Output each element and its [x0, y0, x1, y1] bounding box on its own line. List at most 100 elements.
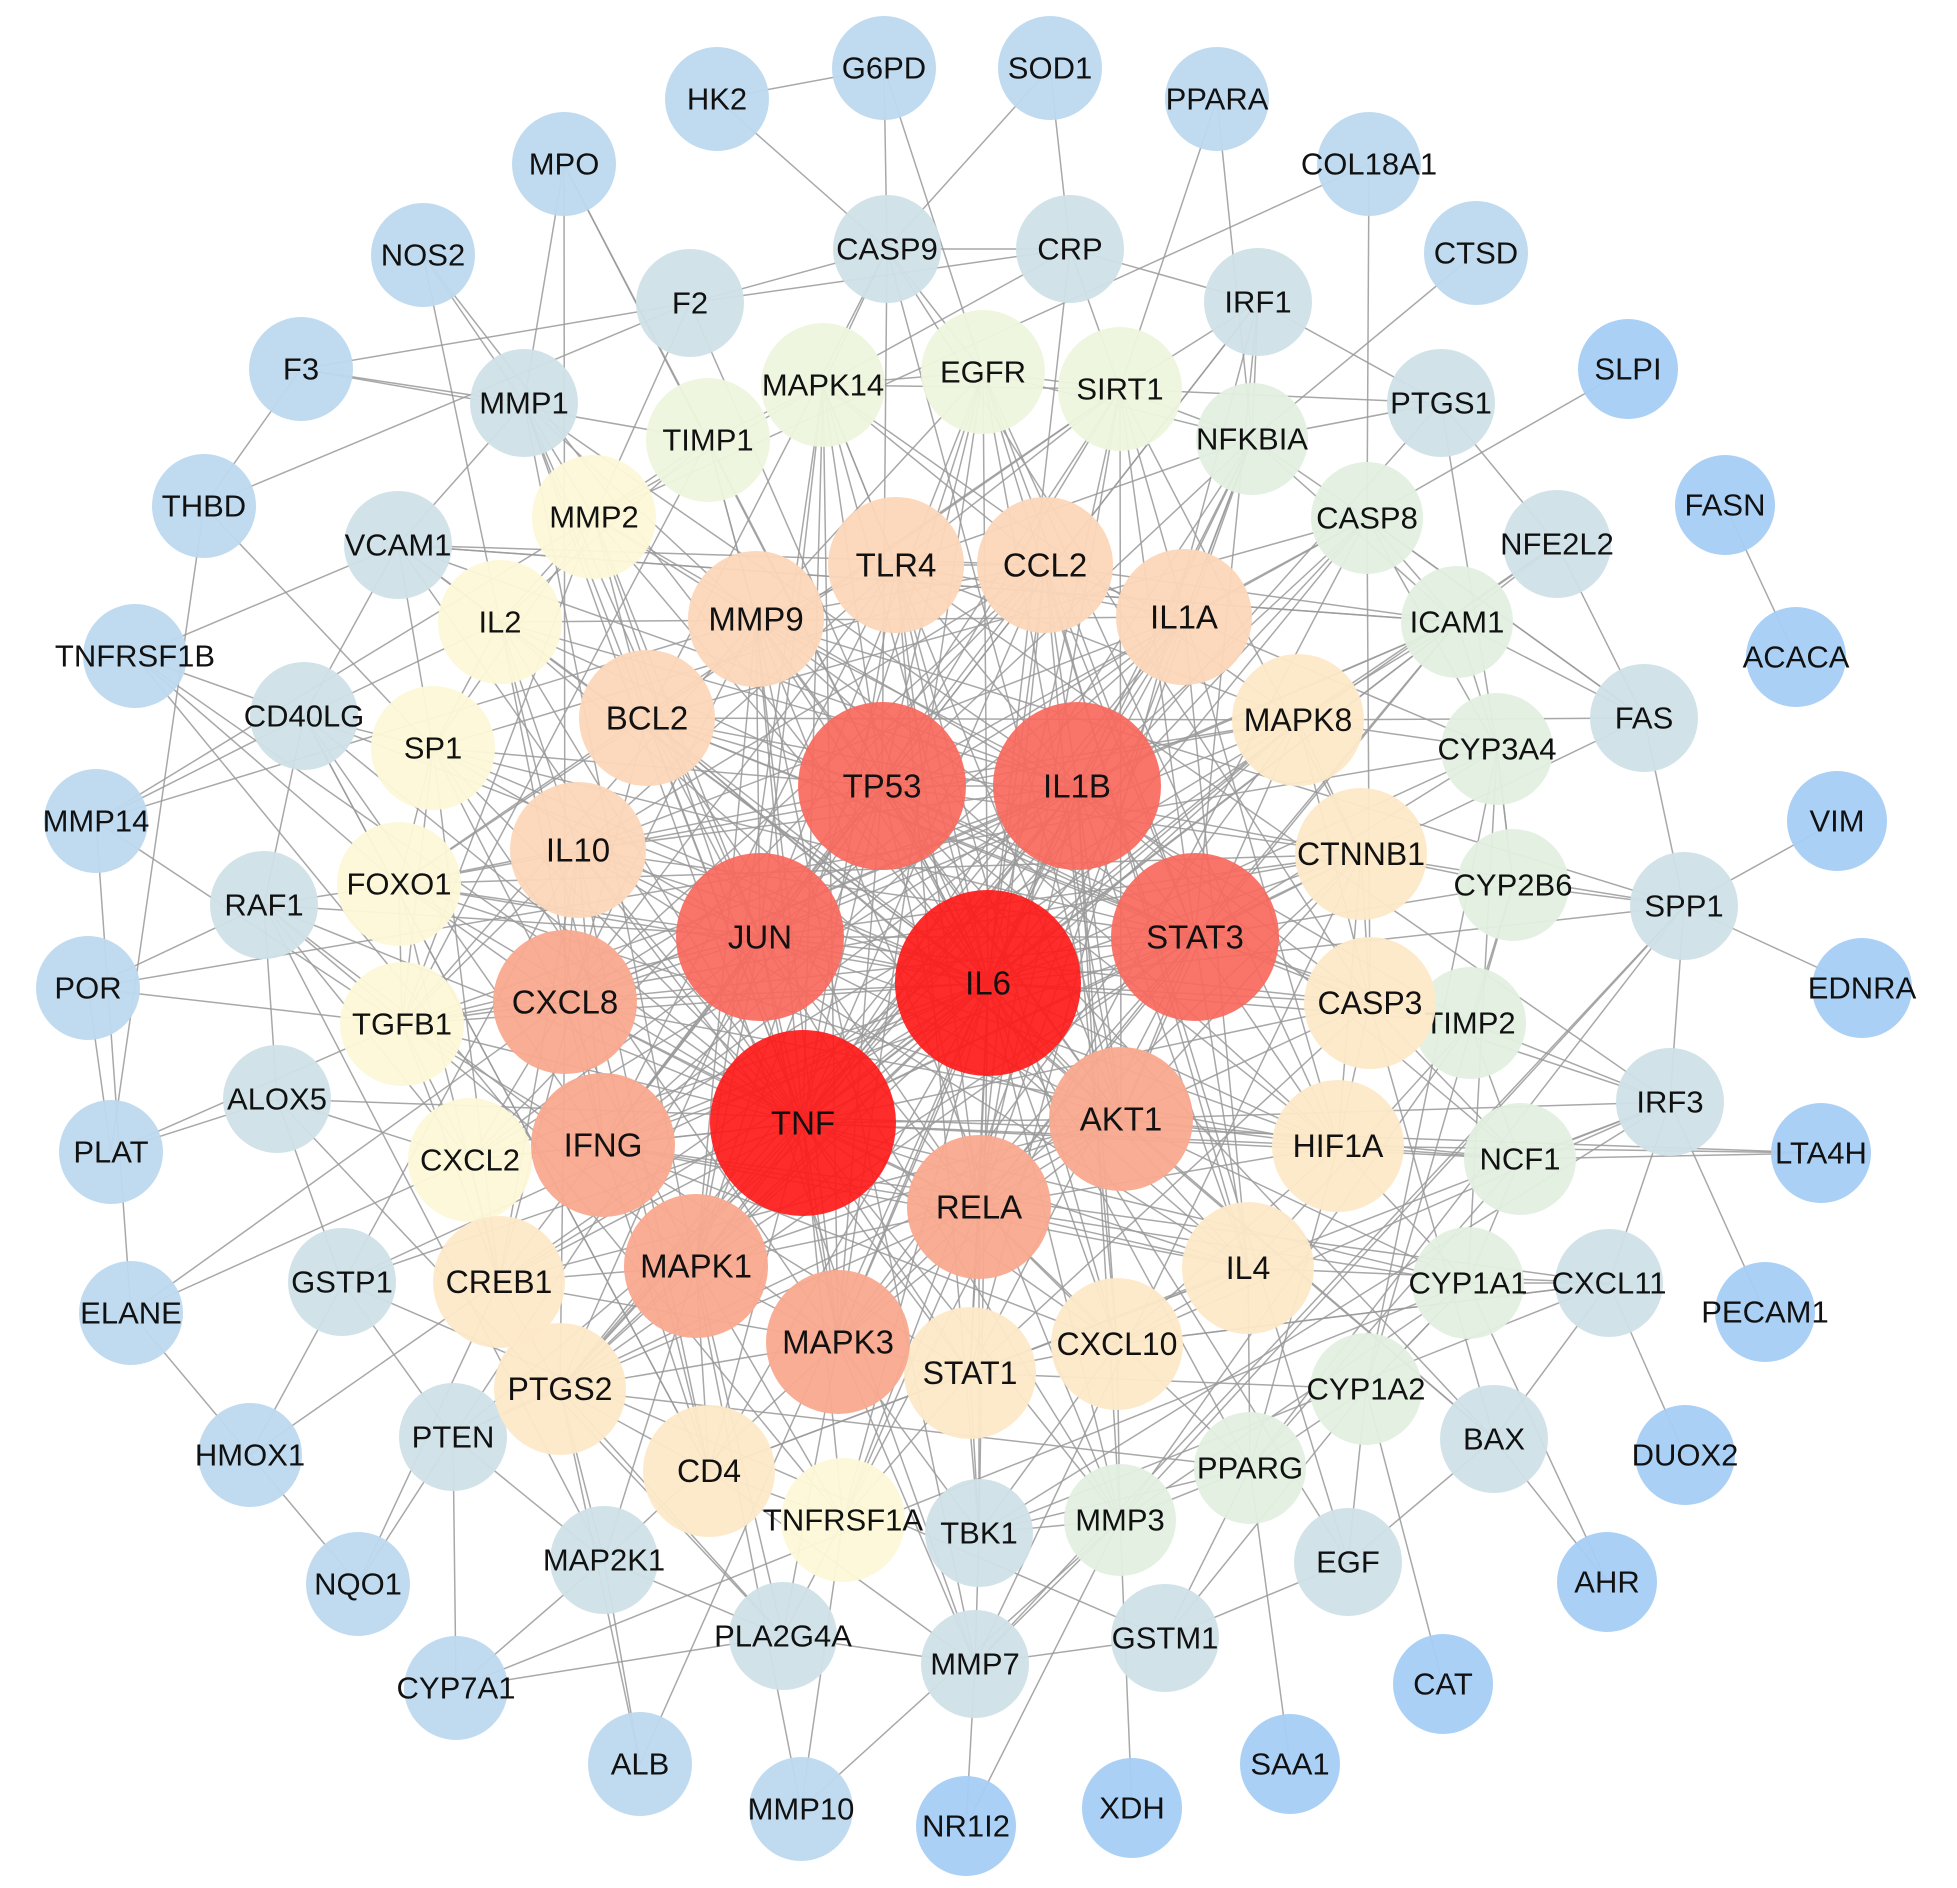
node-circle-spp1: [1630, 852, 1738, 960]
node-f2: F2: [636, 249, 744, 357]
edge-tgfb1-timp1: [401, 439, 709, 1025]
node-circle-fas: [1590, 664, 1698, 772]
node-egfr: EGFR: [921, 310, 1045, 434]
node-circle-cyp3a4: [1441, 693, 1553, 805]
node-nos2: NOS2: [371, 203, 475, 307]
node-circle-bcl2: [579, 650, 715, 786]
node-slpi: SLPI: [1578, 319, 1678, 419]
node-circle-cd40lg: [250, 662, 358, 770]
node-label-bax: BAX: [1463, 1422, 1525, 1457]
node-label-alox5: ALOX5: [227, 1082, 327, 1117]
node-mapk1: MAPK1: [624, 1194, 768, 1338]
node-casp9: CASP9: [833, 195, 941, 303]
node-circle-cd4: [643, 1405, 775, 1537]
node-ifng: IFNG: [531, 1073, 675, 1217]
node-circle-alox5: [223, 1045, 331, 1153]
node-label-xdh: XDH: [1099, 1791, 1164, 1826]
node-label-tbk1: TBK1: [940, 1516, 1018, 1551]
node-circle-nr1i2: [916, 1776, 1016, 1876]
edge-f2-thbd: [203, 302, 691, 507]
node-label-map2k1: MAP2K1: [543, 1543, 665, 1578]
node-label-mapk8: MAPK8: [1244, 702, 1352, 738]
node-circle-timp1: [646, 378, 770, 502]
node-label-mmp3: MMP3: [1075, 1503, 1165, 1538]
edge-ccl2-icam1: [1044, 564, 1458, 623]
node-circle-elane: [79, 1261, 183, 1365]
node-mpo: MPO: [512, 112, 616, 216]
node-circle-mapk8: [1232, 654, 1364, 786]
node-circle-cyp1a1: [1412, 1227, 1524, 1339]
node-circle-tbk1: [925, 1479, 1033, 1587]
node-circle-sp1: [371, 686, 495, 810]
node-circle-pecam1: [1715, 1262, 1815, 1362]
node-circle-lta4h: [1771, 1103, 1871, 1203]
node-label-sp1: SP1: [404, 731, 463, 766]
node-tlr4: TLR4: [828, 497, 964, 633]
node-por: POR: [36, 936, 140, 1040]
node-circle-pparg: [1194, 1412, 1306, 1524]
node-circle-sirt1: [1058, 327, 1182, 451]
node-circle-alb: [588, 1712, 692, 1816]
node-label-casp9: CASP9: [836, 232, 938, 267]
edge-cxcl10-cxcl11: [1116, 1282, 1610, 1345]
node-mmp10: MMP10: [748, 1757, 854, 1861]
edge-tgfb1-mmp2: [401, 516, 595, 1025]
node-label-rela: RELA: [936, 1189, 1022, 1226]
node-label-il6: IL6: [965, 965, 1011, 1002]
node-circle-stat3: [1111, 853, 1279, 1021]
node-circle-crp: [1016, 195, 1124, 303]
node-circle-il2: [438, 560, 562, 684]
edge-ifng-ccl2: [602, 564, 1046, 1146]
node-circle-foxo1: [337, 822, 461, 946]
node-tp53: TP53: [798, 702, 966, 870]
node-nr1i2: NR1I2: [916, 1776, 1016, 1876]
node-label-sod1: SOD1: [1008, 51, 1092, 86]
node-circle-ptgs2: [494, 1323, 626, 1455]
node-label-tnfrsf1a: TNFRSF1A: [763, 1503, 924, 1538]
edge-tnf-mmp2: [593, 516, 804, 1124]
node-circle-stat1: [904, 1307, 1036, 1439]
edge-stat3-egfr: [982, 371, 1196, 938]
node-label-saa1: SAA1: [1250, 1747, 1329, 1782]
node-circle-por: [36, 936, 140, 1040]
node-pten: PTEN: [399, 1383, 507, 1491]
node-icam1: ICAM1: [1401, 566, 1513, 678]
node-cd4: CD4: [643, 1405, 775, 1537]
node-egf: EGF: [1294, 1508, 1402, 1616]
node-label-pla2g4a: PLA2G4A: [714, 1619, 852, 1654]
edge-rela-ccl2: [978, 564, 1046, 1208]
node-label-ncf1: NCF1: [1480, 1142, 1561, 1177]
node-jun: JUN: [676, 853, 844, 1021]
edge-stat3-mmp9: [755, 618, 1196, 938]
edge-il2-nos2: [422, 254, 501, 623]
node-circle-ppara: [1165, 47, 1269, 151]
node-hk2: HK2: [665, 47, 769, 151]
node-label-tp53: TP53: [843, 768, 922, 805]
edge-il6-sirt1: [987, 388, 1121, 984]
node-alb: ALB: [588, 1712, 692, 1816]
node-label-timp1: TIMP1: [662, 423, 753, 458]
edge-il10-tlr4: [577, 564, 897, 851]
node-label-thbd: THBD: [162, 489, 246, 524]
node-circle-ccl2: [977, 497, 1113, 633]
node-layer: SLPIFASNACACAVIMEDNRALTA4HPECAM1DUOX2AHR…: [36, 16, 1917, 1876]
node-circle-akt1: [1049, 1047, 1193, 1191]
edge-il6-spp1: [987, 905, 1685, 984]
node-circle-vim: [1787, 771, 1887, 871]
node-label-foxo1: FOXO1: [346, 867, 451, 902]
node-circle-rela: [907, 1135, 1051, 1279]
node-ptgs2: PTGS2: [494, 1323, 626, 1455]
node-circle-gstm1: [1111, 1584, 1219, 1692]
node-mmp14: MMP14: [43, 769, 149, 873]
node-label-elane: ELANE: [80, 1296, 182, 1331]
node-circle-cxcl10: [1051, 1278, 1183, 1410]
node-il10: IL10: [510, 782, 646, 918]
node-circle-il1b: [993, 702, 1161, 870]
edge-cyp2b6-cyp1a2: [1365, 884, 1514, 1390]
node-circle-casp8: [1311, 462, 1423, 574]
node-alox5: ALOX5: [223, 1045, 331, 1153]
edge-rela-ctnnb1: [978, 853, 1362, 1208]
edge-ifng-cxcl10: [602, 1144, 1118, 1345]
node-label-ptgs2: PTGS2: [508, 1371, 613, 1407]
node-label-f2: F2: [672, 286, 708, 321]
